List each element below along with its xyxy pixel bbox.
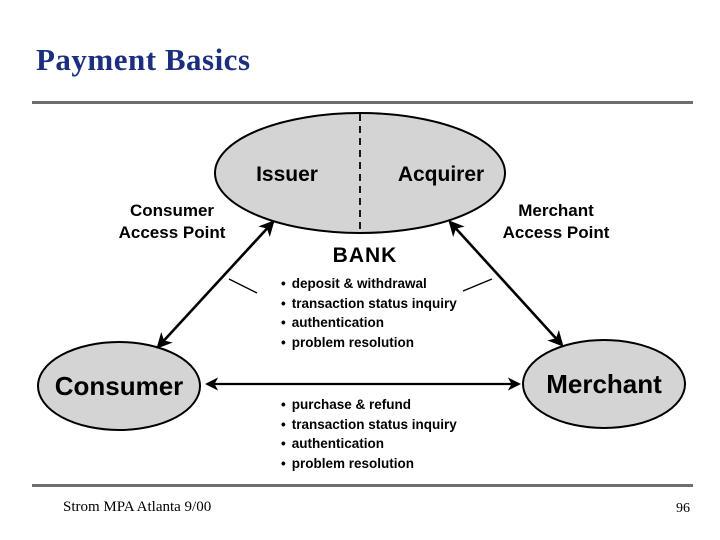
direct-service-text: purchase & refund — [291, 397, 412, 412]
bullet-icon: • — [281, 436, 286, 451]
bank-service-item: • authentication — [281, 313, 457, 333]
left-leader-line — [228, 278, 258, 294]
bank-service-text: deposit & withdrawal — [291, 276, 427, 291]
bank-merchant-arrow — [448, 220, 564, 347]
direct-service-text: transaction status inquiry — [291, 416, 457, 432]
right-leader-line — [462, 278, 493, 292]
bullet-icon: • — [281, 315, 286, 330]
title-divider-rule — [32, 101, 693, 104]
bank-service-text: authentication — [291, 315, 384, 330]
merchant-access-point-line1: Merchant — [518, 201, 594, 220]
bank-service-item: • deposit & withdrawal — [281, 274, 457, 294]
consumer-access-point-line1: Consumer — [129, 201, 215, 220]
bank-service-item: • problem resolution — [281, 333, 457, 353]
footer-credit: Strom MPA Atlanta 9/00 — [63, 499, 212, 515]
direct-service-item: • purchase & refund — [281, 395, 457, 415]
acquirer-label: Acquirer — [397, 163, 485, 186]
merchant-access-point-line2: Access Point — [502, 223, 610, 242]
consumer-ellipse — [37, 341, 201, 431]
consumer-node-label: Consumer — [54, 371, 184, 401]
bullet-icon: • — [281, 334, 286, 350]
page-title: Payment Basics — [36, 42, 251, 77]
direct-service-text: problem resolution — [291, 455, 414, 471]
consumer-bank-arrow — [156, 220, 275, 349]
direct-service-item: • transaction status inquiry — [281, 415, 457, 435]
consumer-access-point-line2: Access Point — [118, 223, 226, 242]
direct-service-item: • authentication — [281, 434, 457, 454]
footer-divider-rule — [32, 484, 693, 487]
bank-ellipse — [214, 112, 506, 234]
direct-services-list: • purchase & refund • transaction status i… — [281, 395, 457, 473]
bank-caption: BANK — [332, 244, 398, 267]
bullet-icon: • — [281, 295, 286, 311]
bank-service-text: problem resolution — [291, 334, 414, 350]
consumer-access-point-label: Consumer Access Point — [119, 200, 226, 244]
bank-service-item: • transaction status inquiry — [281, 294, 457, 314]
bank-services-list: • deposit & withdrawal • transaction statu… — [281, 274, 457, 352]
page-number: 96 — [676, 501, 690, 516]
merchant-access-point-label: Merchant Access Point — [503, 200, 610, 244]
merchant-node-label: Merchant — [546, 369, 662, 399]
bullet-icon: • — [281, 416, 286, 432]
bullet-icon: • — [281, 455, 286, 471]
direct-service-text: authentication — [291, 436, 384, 451]
issuer-label: Issuer — [256, 163, 318, 186]
bank-service-text: transaction status inquiry — [291, 295, 457, 311]
direct-service-item: • problem resolution — [281, 454, 457, 474]
merchant-ellipse — [522, 339, 686, 429]
bullet-icon: • — [281, 397, 286, 412]
bullet-icon: • — [281, 276, 286, 291]
